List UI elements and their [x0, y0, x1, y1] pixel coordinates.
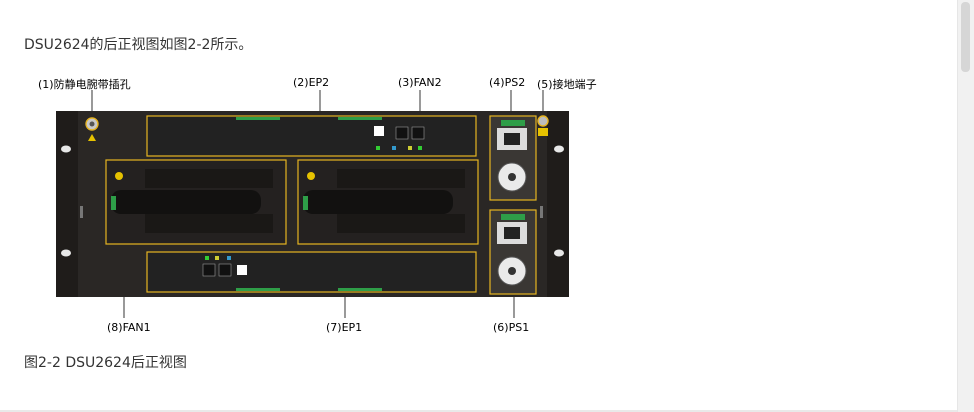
- callout-grounding-terminal: (5)接地端子: [537, 78, 597, 91]
- ep1-green-strip: [236, 288, 280, 291]
- fan2-grille: [337, 169, 465, 188]
- esd-warning-label: [88, 134, 96, 141]
- ep2-green-strip: [338, 117, 382, 120]
- esd-jack-hole: [89, 121, 95, 127]
- ep2-port: [411, 126, 425, 140]
- ep2-port: [395, 126, 409, 140]
- ear-latch: [540, 206, 543, 218]
- ep2-label: [374, 126, 384, 136]
- vertical-scrollbar[interactable]: [957, 0, 974, 412]
- mounting-hole: [554, 249, 564, 257]
- callout-fan1: (8)FAN1: [107, 321, 151, 334]
- ps1-ac-socket: [504, 227, 520, 239]
- ground-label: [538, 128, 548, 136]
- callout-ps1: (6)PS1: [493, 321, 530, 334]
- fan1-grille: [145, 169, 273, 188]
- fan1-latch: [111, 196, 116, 210]
- callout-esd-jack: (1)防静电腕带插孔: [38, 78, 131, 91]
- ep2-green-strip: [236, 117, 280, 120]
- fan1-grille: [145, 214, 273, 233]
- ep1-label: [237, 265, 247, 275]
- bottom-divider: [0, 410, 958, 412]
- ep1-board: [146, 251, 477, 293]
- fan1-handle: [111, 190, 261, 214]
- ear-latch: [80, 206, 83, 218]
- grounding-terminal: [537, 115, 549, 127]
- intro-paragraph: DSU2624的后正视图如图2-2所示。: [24, 37, 253, 53]
- callout-ps2: (4)PS2: [489, 76, 526, 89]
- ep2-board: [146, 115, 477, 157]
- callout-ep2: (2)EP2: [293, 76, 330, 89]
- ep1-port: [202, 263, 216, 277]
- ep1-green-strip: [338, 288, 382, 291]
- fan2-led: [307, 172, 315, 180]
- fan2-latch: [303, 196, 308, 210]
- figure-caption: 图2-2 DSU2624后正视图: [24, 355, 187, 371]
- mounting-hole: [554, 145, 564, 153]
- callout-ep1: (7)EP1: [326, 321, 363, 334]
- fan1-led: [115, 172, 123, 180]
- scrollbar-thumb[interactable]: [961, 2, 970, 72]
- mounting-hole: [61, 249, 71, 257]
- ep1-port: [218, 263, 232, 277]
- right-mounting-ear: [547, 111, 569, 297]
- fan2-grille: [337, 214, 465, 233]
- ps2-ac-socket: [504, 133, 520, 145]
- ps2-green-tab: [501, 120, 525, 126]
- fan2-handle: [303, 190, 453, 214]
- mounting-hole: [61, 145, 71, 153]
- callout-fan2: (3)FAN2: [398, 76, 442, 89]
- left-mounting-ear: [56, 111, 78, 297]
- ps1-green-tab: [501, 214, 525, 220]
